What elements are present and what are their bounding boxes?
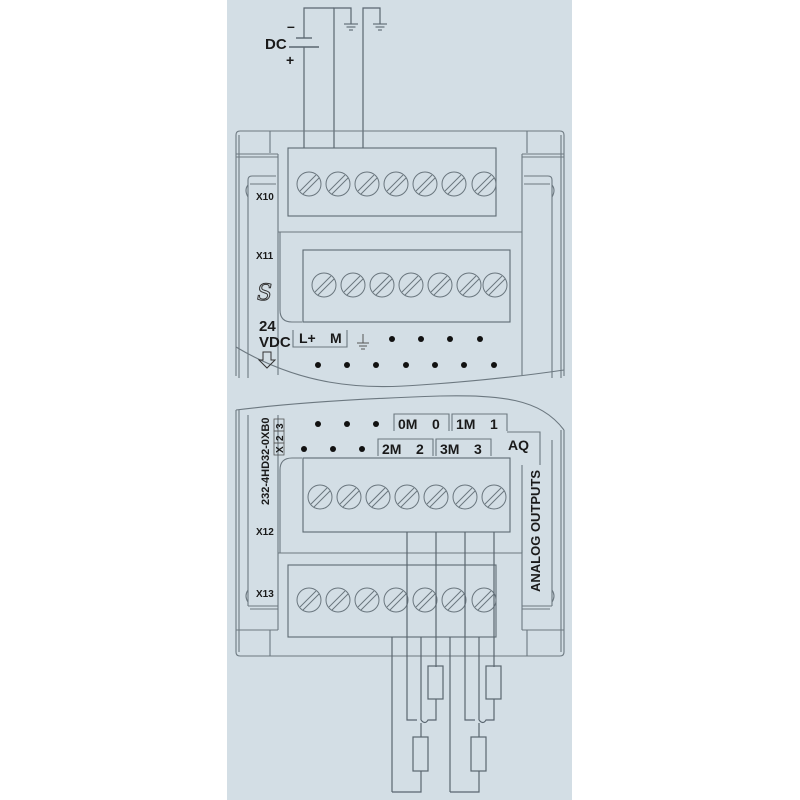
- channel-2-common: 2M: [382, 441, 401, 457]
- upper-unused-terminal-dots: [315, 336, 497, 368]
- channel-3-common: 3M: [440, 441, 459, 457]
- dc-label: DC: [265, 36, 287, 53]
- aq-label: AQ: [508, 437, 529, 453]
- terminal-label-l-plus: L+: [299, 330, 316, 346]
- lower-unused-terminal-dots: [301, 421, 379, 452]
- terminal-block-x10: [287, 147, 497, 217]
- power-supply-wiring: DC – +: [265, 7, 387, 131]
- terminal-label-m: M: [330, 330, 342, 346]
- ground-icon: [357, 334, 369, 350]
- upper-housing: [235, 130, 565, 388]
- screw-terminal[interactable]: [365, 484, 391, 510]
- connector-label-x12: X12: [256, 527, 274, 538]
- version-box-x: X: [275, 446, 286, 453]
- lower-housing: [235, 395, 565, 657]
- screw-terminal[interactable]: [325, 171, 351, 197]
- screw-terminal[interactable]: [441, 587, 467, 613]
- x10-screws: [296, 171, 497, 197]
- screw-terminal[interactable]: [296, 587, 322, 613]
- screw-terminal[interactable]: [354, 171, 380, 197]
- screw-terminal[interactable]: [383, 587, 409, 613]
- screw-terminal[interactable]: [471, 587, 497, 613]
- siemens-logo-icon: S: [257, 281, 272, 306]
- screw-terminal[interactable]: [307, 484, 333, 510]
- screw-terminal[interactable]: [423, 484, 449, 510]
- supply-unit-label: VDC: [259, 334, 291, 351]
- screw-terminal[interactable]: [412, 587, 438, 613]
- screw-terminal[interactable]: [398, 272, 424, 298]
- version-box-3: 3: [275, 423, 286, 429]
- analog-outputs-label: ANALOG OUTPUTS: [528, 470, 543, 592]
- screw-terminal[interactable]: [481, 484, 507, 510]
- screw-terminal[interactable]: [482, 272, 508, 298]
- dc-minus-label: –: [287, 18, 295, 34]
- connector-label-x11: X11: [256, 251, 274, 262]
- screw-terminal[interactable]: [383, 171, 409, 197]
- screw-terminal[interactable]: [369, 272, 395, 298]
- terminal-block-x12: [302, 457, 511, 533]
- supply-voltage-label: 24: [259, 318, 276, 335]
- connector-label-x10: X10: [256, 192, 274, 203]
- channel-0-common: 0M: [398, 416, 417, 432]
- load-wiring: [391, 532, 502, 793]
- channel-0-output: 0: [432, 416, 440, 432]
- screw-terminal[interactable]: [311, 272, 337, 298]
- channel-1-common: 1M: [456, 416, 475, 432]
- channel-3-output: 3: [474, 441, 482, 457]
- channel-labels: 0M 0 1M 1 2M 2 3M 3: [377, 413, 508, 457]
- screw-terminal[interactable]: [325, 587, 351, 613]
- screw-terminal[interactable]: [441, 171, 467, 197]
- screw-terminal[interactable]: [412, 171, 438, 197]
- terminal-block-x11: [302, 249, 511, 323]
- dc-plus-label: +: [286, 52, 294, 68]
- screw-terminal[interactable]: [340, 272, 366, 298]
- diagram-panel: [227, 0, 572, 800]
- part-number-label: 232-4HD32-0XB0: [260, 418, 272, 505]
- ground-icon: [344, 23, 358, 31]
- screw-terminal[interactable]: [354, 587, 380, 613]
- screw-terminal[interactable]: [471, 171, 497, 197]
- version-boxes: X 2 3: [273, 418, 286, 456]
- screw-terminal[interactable]: [427, 272, 453, 298]
- screw-terminal[interactable]: [456, 272, 482, 298]
- arrow-down-icon: [257, 351, 277, 369]
- channel-2-output: 2: [416, 441, 424, 457]
- connector-label-x13: X13: [256, 589, 274, 600]
- channel-1-output: 1: [490, 416, 498, 432]
- screw-terminal[interactable]: [336, 484, 362, 510]
- screw-terminal[interactable]: [394, 484, 420, 510]
- screw-terminal[interactable]: [452, 484, 478, 510]
- ground-icon: [373, 23, 387, 31]
- version-box-2: 2: [275, 435, 286, 441]
- screw-terminal[interactable]: [296, 171, 322, 197]
